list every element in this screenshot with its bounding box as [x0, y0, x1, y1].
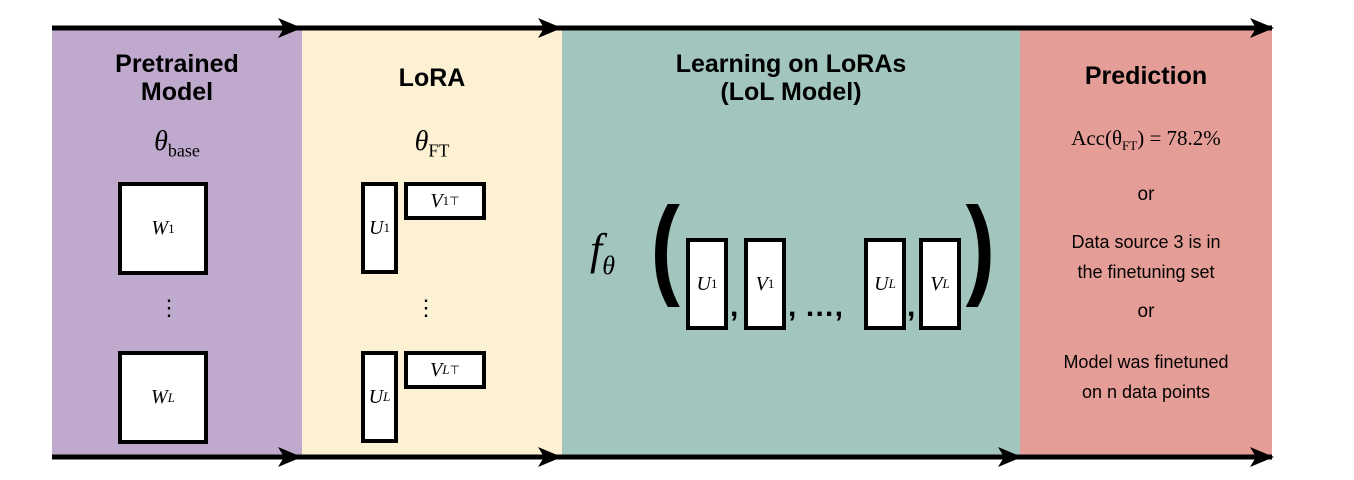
theta-ft: θFT	[414, 126, 450, 161]
arrowhead-icon	[278, 447, 302, 467]
arrowhead-icon	[278, 18, 302, 38]
lol-title: Learning on LoRAs(LoL Model)	[675, 50, 907, 106]
open-paren: (	[650, 185, 680, 308]
theta-base: θbase	[154, 126, 200, 161]
close-paren: )	[965, 185, 995, 308]
comma: ,	[907, 290, 916, 323]
ellipsis: , …,	[788, 290, 844, 323]
arrowhead-icon	[538, 447, 562, 467]
arrowhead-icon	[1250, 18, 1274, 38]
function-f-theta: fθ	[590, 225, 616, 280]
comma: ,	[730, 290, 739, 323]
arrowhead-icon	[538, 18, 562, 38]
or-separator: or	[1137, 301, 1155, 322]
lora-title: LoRA	[398, 64, 466, 92]
arrowhead-icon	[1250, 447, 1274, 467]
or-separator: or	[1137, 184, 1155, 205]
arrowhead-icon	[998, 447, 1022, 467]
prediction-title: Prediction	[1084, 62, 1208, 90]
accuracy-prediction: Acc(θFT) = 78.2%	[1071, 126, 1221, 154]
prediction-panel: Prediction Acc(θFT) = 78.2% or Data sour…	[1020, 28, 1272, 457]
